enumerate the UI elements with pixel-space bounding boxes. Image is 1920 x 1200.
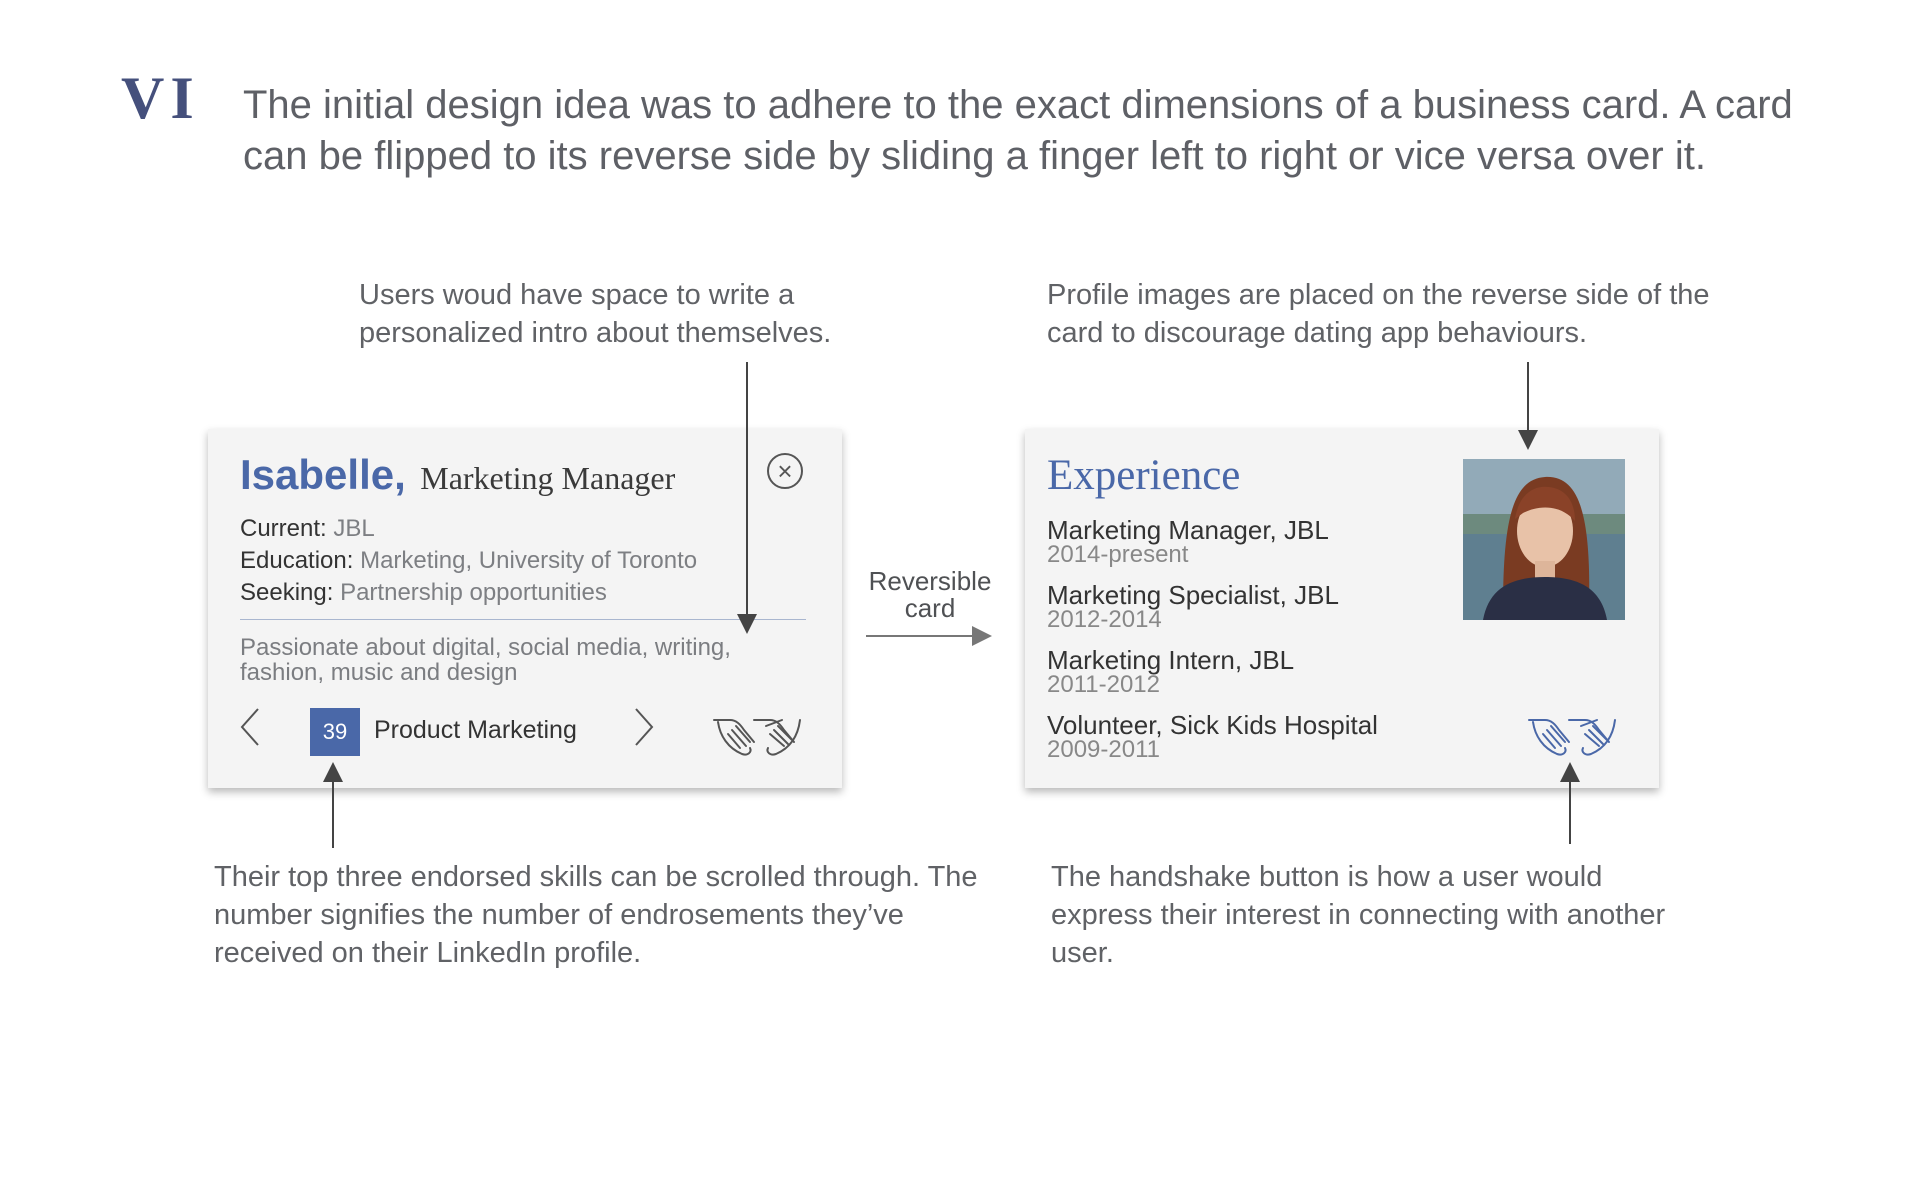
seeking-value: Partnership opportunities xyxy=(340,579,607,606)
experience-item: Marketing Intern, JBL 2011-2012 xyxy=(1047,647,1294,697)
education-label: Education: xyxy=(240,547,354,574)
job-title: Marketing Specialist, JBL xyxy=(1047,580,1339,610)
current-label: Current: xyxy=(240,515,327,542)
section-description: The initial design idea was to adhere to… xyxy=(243,83,1793,178)
close-icon[interactable]: × xyxy=(767,453,803,489)
personal-intro: Passionate about digital, social media, … xyxy=(240,634,731,686)
annotation-skills: Their top three endorsed skills can be s… xyxy=(214,861,978,969)
job-dates: 2011-2012 xyxy=(1047,671,1160,698)
job-dates: 2009-2011 xyxy=(1047,736,1160,763)
experience-item: Marketing Manager, JBL 2014-present xyxy=(1047,517,1329,567)
profile-role: Marketing Manager xyxy=(420,460,676,496)
handshake-icon[interactable] xyxy=(1525,708,1621,762)
job-title: Volunteer, Sick Kids Hospital xyxy=(1047,710,1378,740)
education-value: Marketing, University of Toronto xyxy=(360,547,698,574)
profile-name: Isabelle xyxy=(240,451,395,498)
endorsement-count-badge: 39 xyxy=(310,708,360,756)
annotation-photo: Profile images are placed on the reverse… xyxy=(1047,279,1710,349)
chevron-left-icon[interactable] xyxy=(236,705,264,757)
annotation-handshake: The handshake button is how a user would… xyxy=(1051,861,1666,969)
annotation-intro: Users woud have space to write a persona… xyxy=(359,279,832,349)
experience-item: Volunteer, Sick Kids Hospital 2009-2011 xyxy=(1047,712,1378,762)
name-line: Isabelle, Marketing Manager xyxy=(240,451,675,499)
name-comma: , xyxy=(394,451,406,498)
experience-item: Marketing Specialist, JBL 2012-2014 xyxy=(1047,582,1339,632)
handshake-icon[interactable] xyxy=(710,708,806,762)
job-dates: 2012-2014 xyxy=(1047,606,1162,633)
seeking-label: Seeking: xyxy=(240,579,334,606)
education-row: Education: Marketing, University of Toro… xyxy=(240,547,697,575)
job-dates: 2014-present xyxy=(1047,541,1189,568)
profile-photo xyxy=(1463,459,1625,620)
chevron-right-icon[interactable] xyxy=(630,705,658,757)
divider xyxy=(240,619,806,620)
section-numeral: VI xyxy=(121,65,200,131)
seeking-row: Seeking: Partnership opportunities xyxy=(240,579,607,607)
current-value: JBL xyxy=(333,515,375,542)
job-title: Marketing Intern, JBL xyxy=(1047,645,1295,675)
job-title: Marketing Manager, JBL xyxy=(1047,515,1329,545)
current-row: Current: JBL xyxy=(240,515,375,543)
experience-title: Experience xyxy=(1047,452,1241,499)
profile-card-back[interactable]: Experience Marketing Manager, JBL 2014-p… xyxy=(1025,429,1659,788)
flip-label: Reversible card xyxy=(868,566,992,623)
profile-card-front[interactable]: Isabelle, Marketing Manager × Current: J… xyxy=(208,429,842,788)
skill-label: Product Marketing xyxy=(374,716,577,744)
